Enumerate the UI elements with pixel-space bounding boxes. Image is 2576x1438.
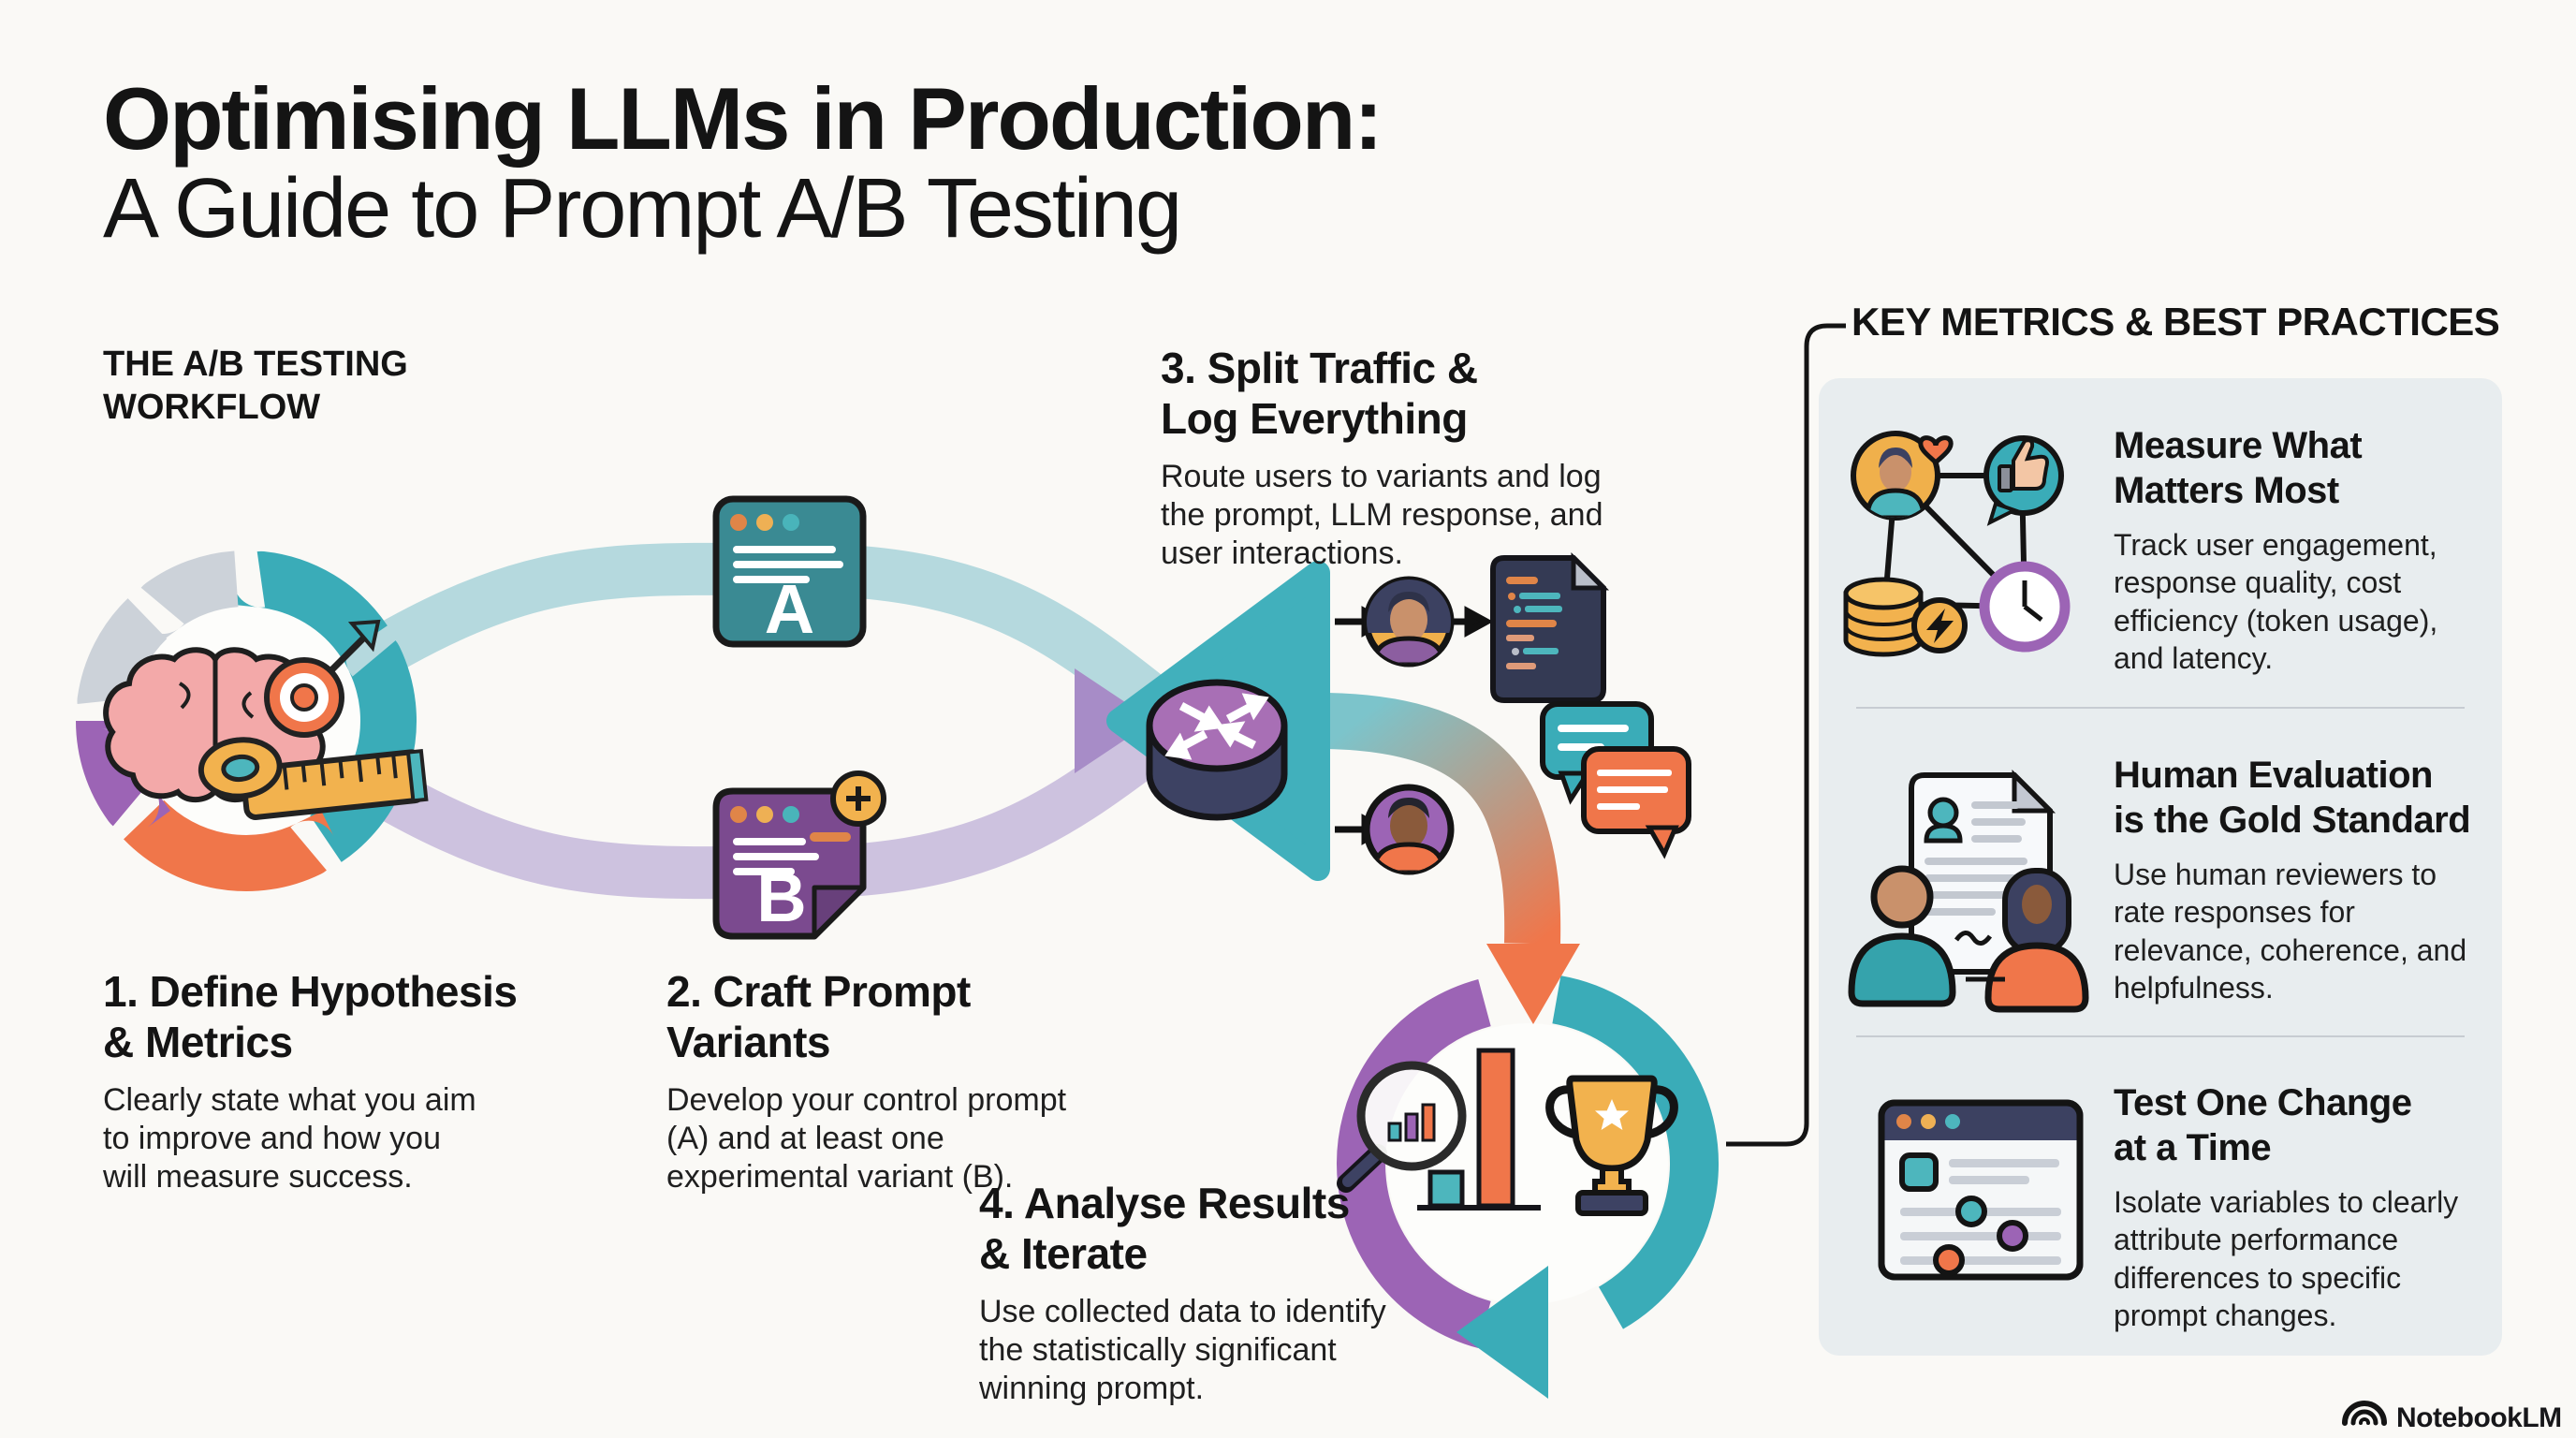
step-2-body: Develop your control prompt (A) and at l… <box>666 1081 1067 1196</box>
key-metrics-title: KEY METRICS & BEST PRACTICES <box>1852 300 2500 344</box>
variant-a-label: A <box>764 570 815 648</box>
router-icon <box>1146 679 1288 821</box>
step-4-heading: 4. Analyse Results & Iterate <box>979 1179 1350 1279</box>
metric-card-2-heading: Human Evaluation is the Gold Standard <box>2114 755 2471 841</box>
step-2-heading: 2. Craft Prompt Variants <box>666 967 971 1067</box>
log-document-icon <box>1490 551 1610 703</box>
notebooklm-logo-icon <box>2342 1401 2387 1426</box>
flow-ribbons <box>318 542 1561 945</box>
heart-icon <box>1918 435 1954 466</box>
metrics-network-icon <box>1843 431 2071 657</box>
traffic-splitter-icon <box>1075 561 1330 881</box>
metric-card-2: Human Evaluation is the Gold Standard Us… <box>2114 753 2507 1006</box>
metric-card-1-heading: Measure What Matters Most <box>2114 425 2363 511</box>
metric-card-2-body: Use human reviewers to rate responses fo… <box>2114 858 2467 1005</box>
reviewer-left <box>1848 865 1956 1007</box>
step-2: 2. Craft Prompt Variants Develop your co… <box>666 966 1097 1197</box>
variant-a-window <box>712 495 867 648</box>
plus-badge-icon <box>830 770 886 827</box>
ribbon-arrowhead <box>1486 944 1580 1024</box>
trophy-icon <box>1545 1075 1678 1216</box>
chat-bubbles-icon <box>1540 701 1691 859</box>
workflow-section-label: THE A/B TESTING WORKFLOW <box>103 345 408 428</box>
step-3-body: Route users to variants and log the prom… <box>1161 458 1603 572</box>
step-4-body: Use collected data to identify the stati… <box>979 1293 1386 1407</box>
latency-clock-icon <box>1979 561 2071 653</box>
step-1: 1. Define Hypothesis & Metrics Clearly s… <box>103 966 534 1197</box>
results-chart-icon <box>1417 1048 1541 1211</box>
energy-badge-icon <box>1911 597 1968 653</box>
coins-icon <box>1843 577 1924 657</box>
user-avatar-a <box>1363 576 1455 668</box>
iterate-cycle-icon <box>1337 944 1719 1399</box>
reviewer-right <box>1984 868 2089 1013</box>
step-3-heading: 3. Split Traffic & Log Everything <box>1161 344 1478 444</box>
page-title-line2: A Guide to Prompt A/B Testing <box>103 161 1182 256</box>
variant-b-window <box>712 770 886 940</box>
measuring-tape-icon <box>198 737 429 820</box>
metric-card-3-body: Isolate variables to clearly attribute p… <box>2114 1185 2459 1332</box>
step-1-heading: 1. Define Hypothesis & Metrics <box>103 967 518 1067</box>
step-1-body: Clearly state what you aim to improve an… <box>103 1081 476 1196</box>
sliders-window-icon <box>1878 1099 2084 1281</box>
magnifier-icon <box>1337 1061 1467 1193</box>
panel-connector-line <box>1726 323 1846 1147</box>
cycle-arrowhead <box>1456 1266 1548 1399</box>
metric-card-1: Measure What Matters Most Track user eng… <box>2114 423 2497 677</box>
hypothesis-donut-icon <box>75 550 429 891</box>
metric-card-1-body: Track user engagement, response quality,… <box>2114 528 2438 675</box>
thumbs-up-bubble-icon <box>1983 435 2064 526</box>
panel-divider-2 <box>1856 1035 2465 1037</box>
human-review-icon <box>1848 769 2089 1013</box>
target-icon <box>264 619 381 738</box>
user-avatar-b <box>1363 784 1455 875</box>
metric-card-3-heading: Test One Change at a Time <box>2114 1082 2412 1168</box>
step-4: 4. Analyse Results & Iterate Use collect… <box>979 1178 1391 1409</box>
notebooklm-brand: NotebookLM <box>2396 1402 2562 1433</box>
page-title-line1: Optimising LLMs in Production: <box>103 69 1383 168</box>
panel-divider-1 <box>1856 707 2465 709</box>
page-title: Optimising LLMs in Production: A Guide t… <box>103 69 1383 256</box>
variant-b-label: B <box>756 858 807 936</box>
metric-card-3: Test One Change at a Time Isolate variab… <box>2114 1080 2497 1334</box>
step-3: 3. Split Traffic & Log Everything Route … <box>1161 343 1610 574</box>
